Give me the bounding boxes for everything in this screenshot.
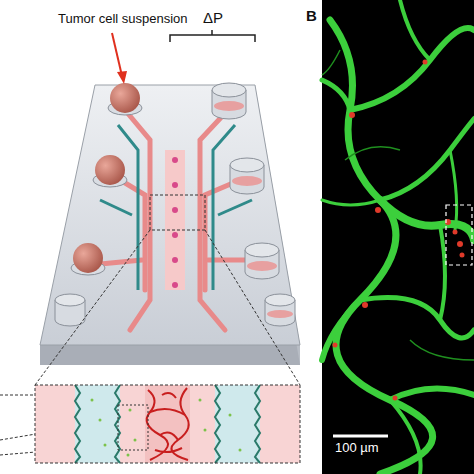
- chip-device: [40, 83, 300, 365]
- panel-letter: B: [306, 8, 317, 25]
- scale-bar: [333, 435, 388, 438]
- pressure-label: ΔP: [203, 10, 223, 27]
- micrograph: [322, 0, 474, 474]
- scale-label: 100 µm: [335, 441, 379, 455]
- callout-label: Tumor cell suspension: [58, 12, 188, 26]
- pointer-arrow: [112, 33, 127, 84]
- bracket: [170, 30, 255, 42]
- channel-inset: [35, 385, 300, 463]
